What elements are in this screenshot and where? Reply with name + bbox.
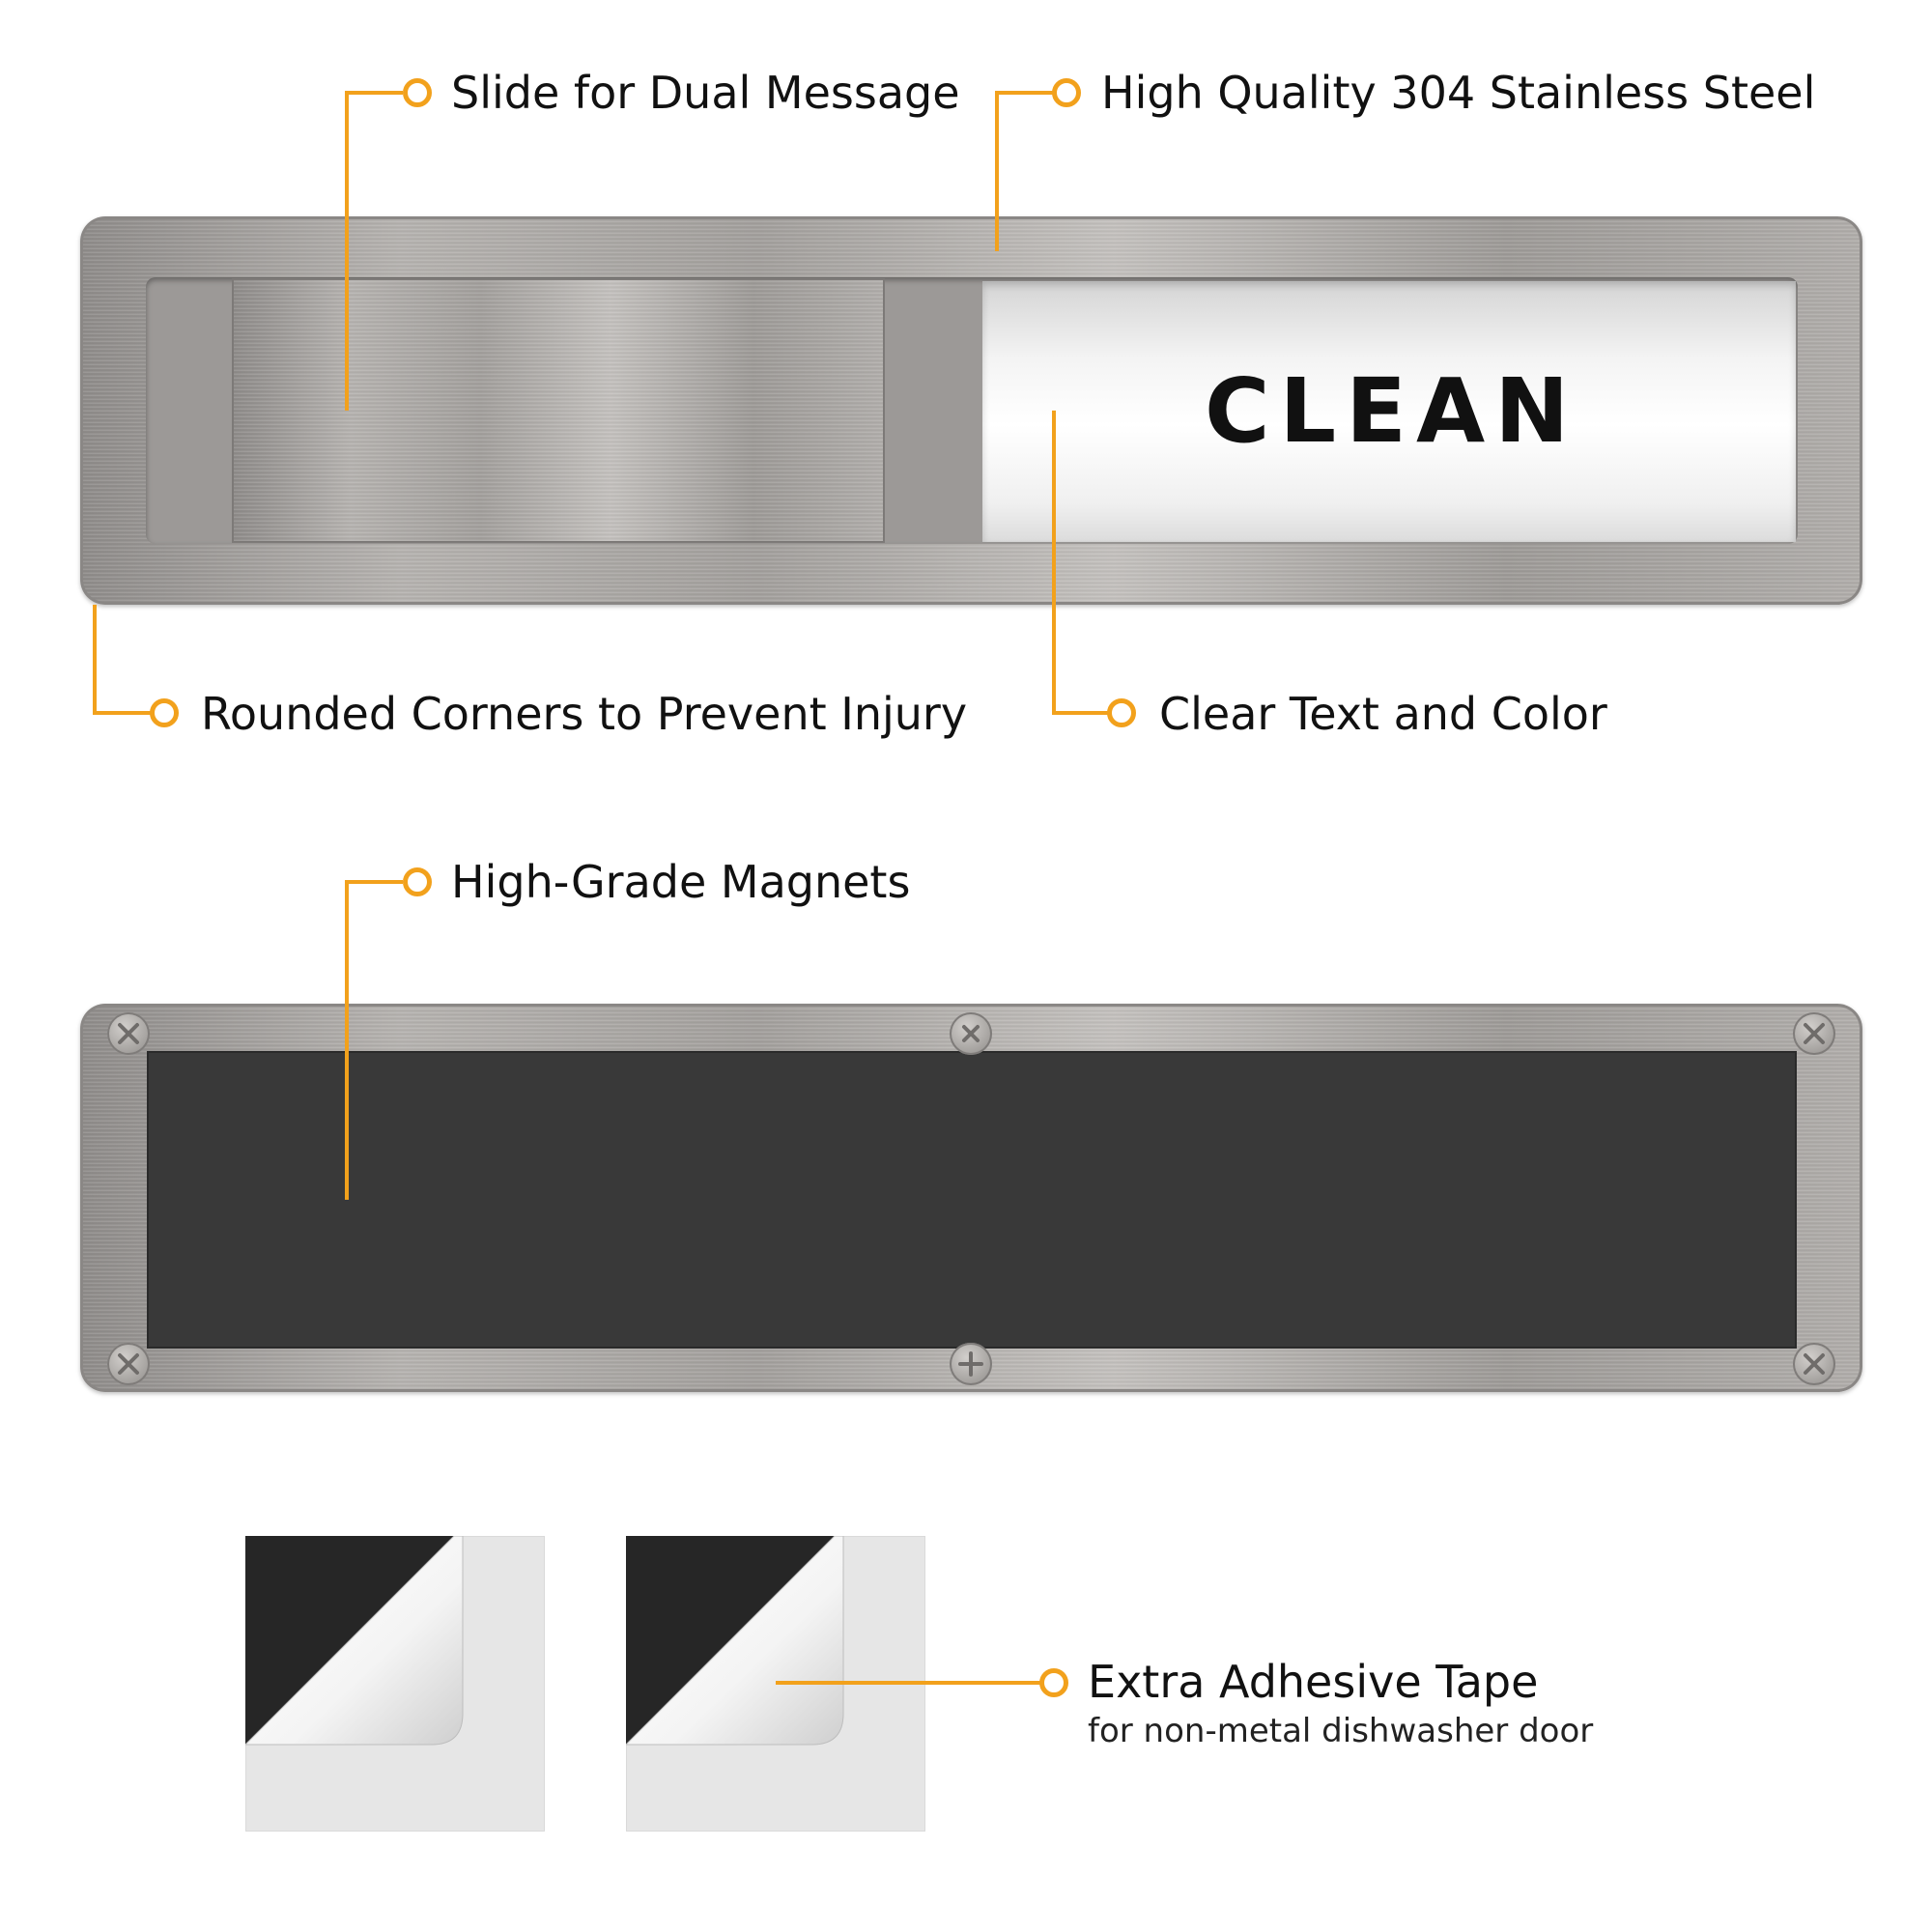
screw-icon [1793, 1343, 1835, 1385]
screw-icon [107, 1012, 150, 1055]
slider-cover[interactable] [232, 278, 885, 543]
callout-dot [1039, 1668, 1068, 1697]
callout-dot [1052, 78, 1081, 107]
callout-magnets: High-Grade Magnets [451, 856, 911, 908]
leader-line [93, 605, 97, 713]
callout-dot [403, 78, 432, 107]
screw-icon [950, 1343, 992, 1385]
adhesive-tape-icon [245, 1536, 464, 1746]
leader-line [995, 91, 999, 251]
callout-dot [150, 698, 179, 727]
leader-line [93, 711, 151, 715]
screw-icon [107, 1343, 150, 1385]
callout-slide-dual-message: Slide for Dual Message [451, 67, 960, 119]
adhesive-tape-icon [626, 1536, 844, 1746]
callout-rounded-corners: Rounded Corners to Prevent Injury [201, 688, 968, 740]
leader-line [345, 880, 349, 1200]
callout-adhesive-title: Extra Adhesive Tape [1088, 1656, 1539, 1708]
leader-line [776, 1681, 1040, 1685]
screw-icon [1793, 1012, 1835, 1055]
leader-line [1052, 711, 1108, 715]
leader-line [345, 91, 349, 411]
leader-line [345, 880, 403, 884]
clean-message: CLEAN [1205, 359, 1579, 463]
callout-dot [1107, 698, 1136, 727]
leader-line [345, 91, 403, 95]
leader-line [995, 91, 1053, 95]
callout-stainless-steel: High Quality 304 Stainless Steel [1101, 67, 1816, 119]
callout-dot [403, 867, 432, 896]
magnet-strip [147, 1051, 1797, 1349]
callout-adhesive-sub: for non-metal dishwasher door [1088, 1712, 1594, 1750]
message-window [982, 281, 1796, 542]
callout-clear-text: Clear Text and Color [1159, 688, 1607, 740]
leader-line [1052, 411, 1056, 713]
screw-icon [950, 1012, 992, 1055]
